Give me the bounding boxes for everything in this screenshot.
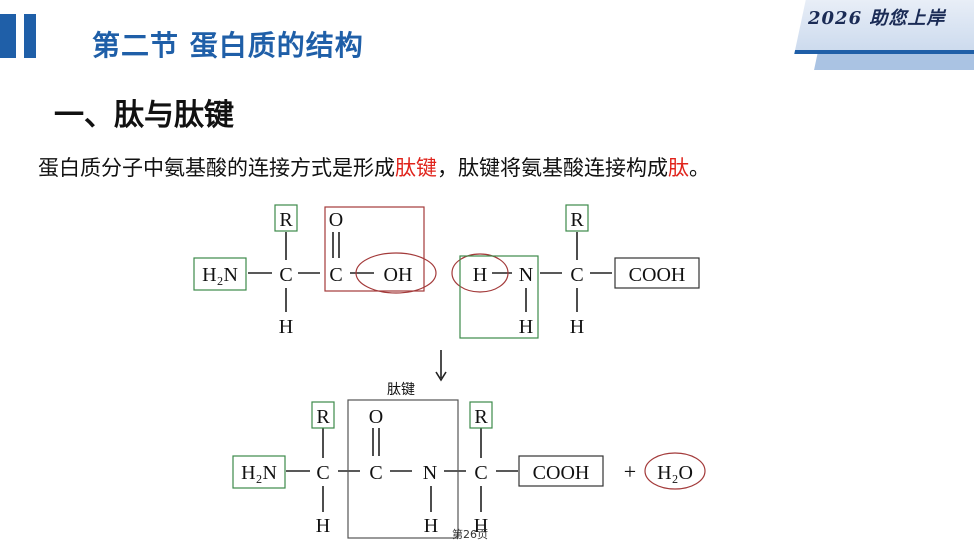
slogan-badge: 2026 助您上岸 (790, 0, 974, 70)
paragraph-part-2: ，肽键将氨基酸连接构成 (437, 156, 668, 180)
top-h-bottom-n: H (519, 316, 533, 338)
top-h2n: H₂N (202, 264, 238, 286)
header-accent-bar (0, 14, 16, 58)
bottom-n: N (423, 462, 437, 484)
top-cooh: COOH (629, 264, 686, 286)
top-c1: C (279, 264, 292, 286)
top-c2: C (329, 264, 342, 286)
bottom-c2: C (369, 462, 382, 484)
bottom-r2: R (474, 406, 488, 428)
top-h-left: H (473, 264, 487, 286)
header-accent-bar-secondary (24, 14, 36, 58)
water-product: H₂O (657, 462, 693, 484)
plus-sign: + (624, 459, 636, 484)
top-r1: R (279, 209, 293, 231)
bottom-h2: H (474, 515, 488, 537)
slide-heading: 一、肽与肽键 (54, 98, 234, 133)
bottom-o: O (369, 406, 383, 428)
bottom-r1: R (316, 406, 330, 428)
definition-paragraph: 蛋白质分子中氨基酸的连接方式是形成肽键，肽键将氨基酸连接构成肽。 (38, 152, 710, 182)
bottom-h2n: H₂N (241, 462, 277, 484)
top-c3: C (570, 264, 583, 286)
top-h-bottom-c: H (570, 316, 584, 338)
bottom-cooh: COOH (533, 462, 590, 484)
top-r2: R (570, 209, 584, 231)
bottom-h-n: H (424, 515, 438, 537)
top-o: O (329, 209, 343, 231)
bottom-c3: C (474, 462, 487, 484)
bottom-c1: C (316, 462, 329, 484)
peptide-bond-label: 肽键 (387, 382, 415, 398)
page-number: 第26页 (452, 528, 488, 541)
top-h-bottom1: H (279, 316, 293, 338)
top-n: N (519, 264, 533, 286)
highlight-peptide: 肽 (668, 156, 689, 180)
paragraph-part-1: 蛋白质分子中氨基酸的连接方式是形成 (38, 156, 395, 180)
section-title: 第二节 蛋白质的结构 (92, 29, 364, 62)
bottom-h1: H (316, 515, 330, 537)
badge-text: 2026 助您上岸 (808, 8, 946, 29)
highlight-peptide-bond: 肽键 (395, 156, 437, 180)
top-oh: OH (384, 264, 413, 286)
paragraph-part-3: 。 (689, 156, 710, 180)
